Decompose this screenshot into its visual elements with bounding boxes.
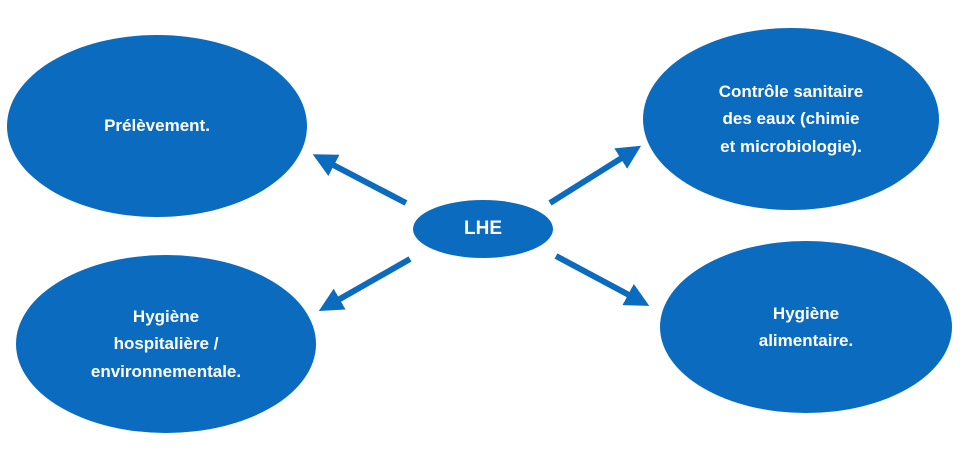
arrow-to-hygiene-hospitaliere	[318, 256, 412, 311]
arrow-to-prelevement	[312, 154, 408, 206]
arrow-to-hygiene-alimentaire	[554, 253, 650, 306]
node-center-lhe-label: LHE	[464, 217, 502, 239]
node-center-lhe: LHE	[413, 200, 553, 258]
node-hygiene-hospitaliere-label: Hygiène hospitalière / environnementale.	[90, 307, 242, 381]
node-hygiene-alimentaire: Hygiène alimentaire.	[660, 241, 952, 413]
node-prelevement-label: Prélèvement.	[104, 116, 210, 136]
node-hygiene-hospitaliere: Hygiène hospitalière / environnementale.	[16, 255, 316, 433]
arrow-to-controle	[548, 145, 642, 206]
node-controle-sanitaire-label: Contrôle sanitaire des eaux (chimie et m…	[718, 82, 864, 156]
node-prelevement: Prélèvement.	[7, 35, 307, 217]
node-hygiene-alimentaire-label: Hygiène alimentaire.	[758, 303, 854, 350]
node-controle-sanitaire: Contrôle sanitaire des eaux (chimie et m…	[643, 28, 939, 210]
